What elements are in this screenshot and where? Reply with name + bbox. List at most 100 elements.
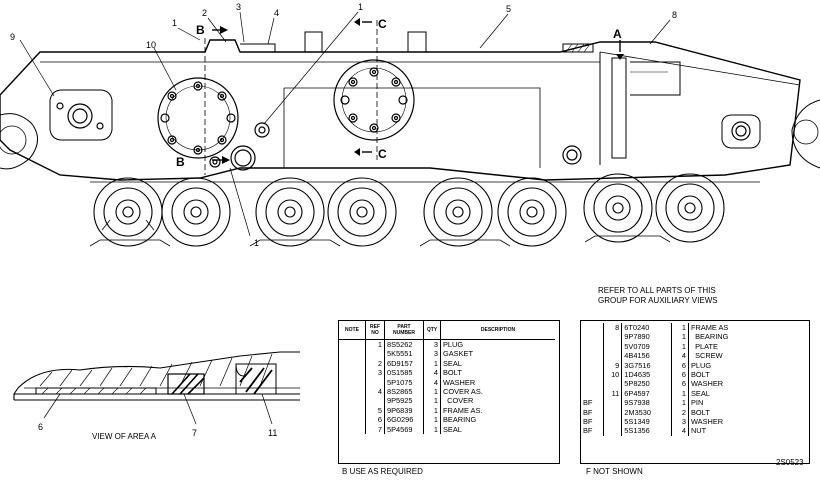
cell-qty: 4 (671, 426, 689, 436)
callout-9: 9 (10, 32, 15, 42)
cell-qty: 1 (671, 341, 689, 352)
callout-11: 11 (268, 428, 277, 438)
callout-5: 5 (506, 4, 511, 14)
cell-note (339, 396, 366, 405)
cell-description: COVER (440, 396, 555, 406)
cell-qty: 1 (423, 387, 441, 397)
cell-ref-no: 7 (365, 424, 385, 435)
cell-part-number: 5P4569 (384, 424, 424, 435)
cell-ref-no (602, 417, 622, 427)
cell-description: WASHER (687, 379, 809, 389)
cell-part-number: 8S2865 (384, 387, 424, 397)
cell-ref-no: 8 (602, 323, 622, 333)
cell-ref-no: 9 (602, 360, 622, 371)
cell-ref-no (602, 351, 622, 361)
cell-note (581, 332, 603, 341)
cell-note (339, 415, 366, 424)
cell-note (581, 342, 603, 351)
cell-qty: 1 (423, 358, 441, 369)
cell-note: BF (583, 417, 593, 427)
cell-ref-no (602, 379, 622, 389)
cell-ref-no (602, 407, 622, 418)
cell-part-number: 6G0296 (384, 415, 424, 425)
refer-note-line-2: GROUP FOR AUXILIARY VIEWS (598, 296, 718, 305)
cell-description: SEAL (440, 358, 555, 369)
cell-qty: 3 (423, 339, 441, 350)
cell-note (339, 368, 366, 377)
cell-description: WASHER (440, 377, 555, 388)
refer-note-line-1: REFER TO ALL PARTS OF THIS (598, 286, 716, 295)
cell-description: SCREW (687, 351, 809, 361)
cell-note (581, 379, 603, 388)
cell-part-number: 9P6839 (384, 405, 424, 416)
cell-part-number: 9P5925 (384, 396, 424, 406)
cell-qty: 3 (671, 417, 689, 427)
callout-7: 7 (192, 428, 197, 438)
cell-part-number: 5P1075 (384, 377, 424, 388)
cell-description: SEAL (440, 424, 555, 435)
cell-qty: 4 (423, 377, 441, 388)
cell-ref-no: 5 (365, 405, 385, 416)
view-label: VIEW OF AREA A (92, 432, 157, 441)
section-c-bottom: C (378, 147, 387, 161)
cell-qty: 6 (671, 360, 689, 371)
cell-part-number: 2M3530 (621, 407, 672, 418)
cell-part-number: 1D4635 (621, 370, 672, 380)
cell-description: FRAME AS (687, 323, 809, 333)
cell-part-number: 3G7516 (621, 360, 672, 371)
cell-description: PLUG (687, 360, 809, 371)
cell-qty: 1 (671, 398, 689, 408)
cell-ref-no (365, 396, 385, 406)
cell-note (339, 425, 366, 434)
callout-1-mid: 1 (358, 2, 363, 12)
cell-description: COVER AS. (440, 387, 555, 397)
roller-frame-outline (0, 39, 801, 181)
cell-note (581, 370, 603, 379)
cell-part-number: 5V0709 (621, 341, 672, 352)
section-b-top: B (196, 23, 205, 37)
cell-description: WASHER (687, 417, 809, 427)
cell-ref-no (602, 341, 622, 352)
callout-10: 10 (146, 40, 156, 50)
track-roller-frame-drawing: 1 2 3 4 5 8 9 10 1 1 B B C C A (0, 2, 820, 248)
cell-part-number: 5S1356 (621, 426, 672, 436)
cell-description: PLUG (440, 339, 555, 350)
cell-ref-no: 2 (365, 358, 385, 369)
cell-note (581, 361, 603, 370)
cell-qty: 1 (423, 415, 441, 425)
cell-qty: 1 (423, 405, 441, 416)
cell-note (581, 389, 603, 398)
cell-note (339, 340, 366, 350)
header-qty: QTY (423, 321, 441, 340)
cell-note: BF (583, 398, 593, 408)
cell-ref-no (365, 377, 385, 388)
cell-qty: 1 (671, 323, 689, 333)
cell-qty: 6 (671, 379, 689, 389)
cell-description: BEARING (440, 415, 555, 425)
cell-description: PLATE (687, 341, 809, 352)
cell-note (339, 387, 366, 396)
cell-description: FRAME AS. (440, 405, 555, 416)
cell-part-number: 9P7890 (621, 332, 672, 342)
cell-part-number: 5P8250 (621, 379, 672, 389)
cell-note (339, 378, 366, 387)
cell-ref-no: 11 (602, 388, 622, 399)
cell-qty: 4 (423, 368, 441, 378)
cell-ref-no: 1 (365, 339, 385, 350)
cell-qty: 1 (423, 396, 441, 406)
cell-description: PIN (687, 398, 809, 408)
cell-note (581, 323, 603, 332)
